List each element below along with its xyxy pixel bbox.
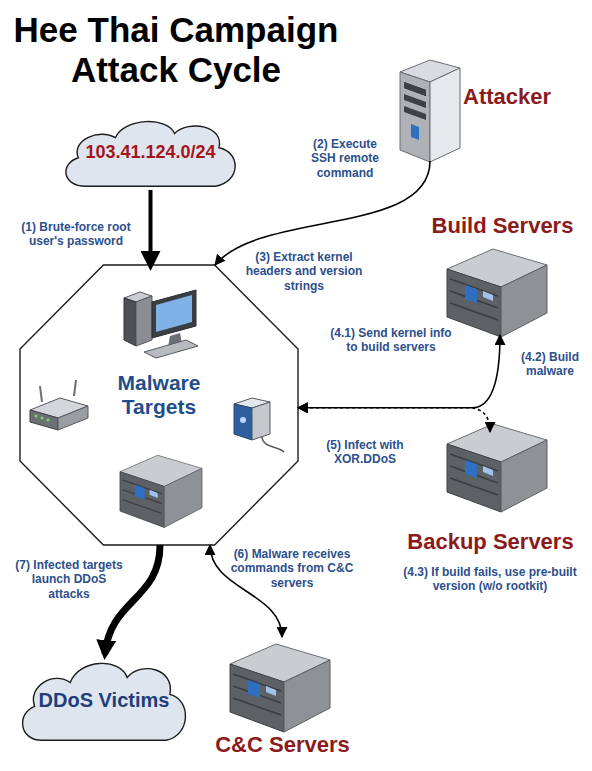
edge-label: (7) Infected targets launch DDoS attacks [10, 558, 128, 601]
node-label: 103.41.124.0/24 [58, 142, 243, 162]
outline-path [20, 265, 298, 545]
connector-arrow [298, 408, 490, 432]
build-servers-node: Build Servers [420, 210, 585, 335]
backup-server-icon [447, 424, 547, 512]
step-note: (4.3) If build fails, use pre-built vers… [392, 565, 588, 594]
victims-cloud: DDoS Victims [15, 652, 193, 747]
cc-servers-node: C&C Servers [205, 635, 360, 765]
cc-server-icon [230, 644, 330, 732]
node-label: Build Servers [420, 214, 585, 239]
edge-label: (5) Infect with XOR.DDoS [300, 438, 430, 467]
node-label: DDoS Victims [15, 689, 193, 711]
attacker-node: Attacker [393, 55, 568, 165]
edge-label: (2) Execute SSH remote command [300, 137, 390, 180]
edge-label: (6) Malware receives commands from C&C s… [212, 547, 372, 590]
edge-label: (4.1) Send kernel info to build servers [330, 326, 452, 355]
node-label: C&C Servers [205, 733, 360, 758]
backup-servers-node: Backup Servers [398, 420, 583, 560]
connector-arrow [149, 190, 153, 265]
step-note: (3) Extract kernel headers and version s… [240, 250, 368, 293]
targets-octagon: Malware Targets [20, 265, 298, 545]
step-note: (4.2) Build malware [513, 350, 587, 379]
diagram-title: Hee Thai Campaign Attack Cycle [0, 10, 352, 91]
tower-server-icon [400, 60, 460, 162]
node-label: Attacker [463, 85, 568, 110]
network-cloud: 103.41.124.0/24 [58, 112, 243, 192]
edge-label: (1) Brute-force root user's password [10, 220, 142, 249]
node-label: Backup Servers [398, 530, 583, 555]
build-server-icon [447, 249, 547, 337]
node-label: Malware Targets [104, 371, 214, 418]
